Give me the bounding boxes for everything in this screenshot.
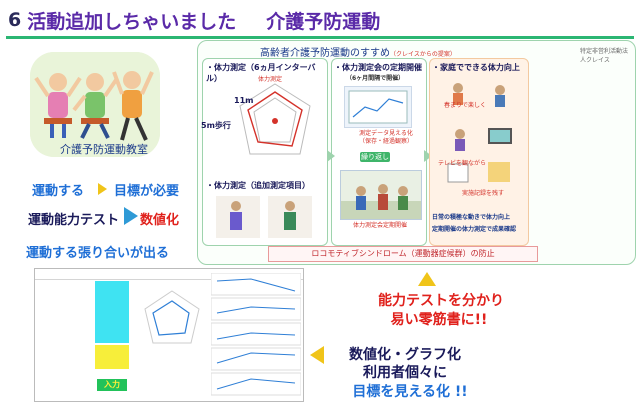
arrow-right-icon — [98, 183, 107, 195]
home-training-box — [429, 58, 529, 246]
home-footer-1: 日常の積極な動きで体力向上 — [432, 214, 511, 221]
clipart-caption: 介護予防運動教室 — [60, 143, 148, 156]
callout-1-line2: 易い零筋書に!! — [390, 312, 488, 328]
radar-center-label: 体力測定 — [258, 76, 283, 83]
home-training-illustrations — [438, 76, 522, 186]
flow-ability-test: 運動能力テスト — [28, 213, 120, 228]
event-label: 体力測定会定期開催 — [352, 222, 407, 229]
panel-org: 特定非営利活動法人クレイス — [580, 48, 629, 64]
flow-quantify: 数値化 — [140, 213, 180, 228]
section-number: 6 — [8, 9, 22, 31]
exercising-seniors-illustration — [30, 52, 160, 157]
arrow-right-icon — [327, 150, 335, 162]
input-column — [95, 271, 129, 343]
event-photo — [340, 170, 422, 220]
extra-measure-heading: ・体力測定（追加測定項目） — [206, 181, 310, 190]
home-footer-2: 定期開催の体力測定で成果確認 — [432, 226, 517, 233]
home-tip-1: 春まりで楽しく — [444, 102, 487, 109]
radar-chart — [141, 287, 203, 349]
panel-title: 高齢者介護予防運動のすすめ（クレイスからの提案） — [260, 48, 456, 59]
line-charts — [210, 272, 302, 399]
home-tip-2: テレビを観ながら — [438, 160, 487, 167]
input-button[interactable]: 入力 — [97, 379, 127, 391]
measurement-heading: ・体力測定（6ヵ月インターバル） — [206, 63, 316, 83]
locomotive-syndrome-banner: ロコモティブシンドローム（運動器症候群）の防止 — [268, 246, 538, 262]
arrow-right-icon — [424, 150, 432, 162]
spreadsheet-screenshot: 入力 — [34, 268, 304, 402]
distance-11m: 11m — [234, 96, 254, 105]
flow-exercise: 運動する — [32, 184, 85, 199]
flow-motivation: 運動する張り合いが出る — [26, 246, 170, 261]
callout-2-line1: 数値化・グラフ化 — [349, 347, 461, 363]
arrow-up-icon — [418, 272, 436, 286]
walk-5m: 5m歩行 — [201, 121, 231, 130]
regular-event-heading: ・体力測定会の定期開催 — [334, 63, 422, 72]
page-subtitle: 介護予防運動 — [266, 10, 381, 33]
notice-cell — [95, 345, 129, 369]
page-title-row: 6 活動追加しちゃいました 介護予防運動 — [8, 4, 448, 36]
arrow-right-icon — [124, 207, 138, 225]
event-photo-icon — [341, 184, 421, 219]
callout-2-line2: 利用者個々に — [363, 365, 447, 381]
data-sheet-thumbnail — [344, 86, 412, 128]
home-tip-3: 実施記録を残す — [462, 190, 505, 197]
callout-2-line3: 目標を見える化 !! — [352, 384, 468, 400]
spreadsheet-icon — [348, 90, 408, 124]
arrow-left-icon — [310, 346, 324, 364]
measurement-photos — [214, 194, 314, 240]
data-visualize-label: 測定データ見える化 — [359, 130, 413, 137]
regular-event-interval: （6ヶ月間隔で開催） — [346, 75, 405, 82]
line-chart-icon — [210, 272, 302, 396]
title-divider — [6, 36, 634, 39]
data-visualize-sub: （保存・経過観察） — [358, 138, 413, 145]
repeat-label: 繰り返し — [360, 152, 390, 162]
radar-figure — [230, 76, 320, 166]
seniors-icon — [30, 52, 160, 157]
measurement-photo-icon — [216, 196, 312, 238]
radar-chart-icon — [239, 83, 311, 155]
home-training-heading: ・家庭でできる体力向上 — [432, 63, 520, 72]
home-exercise-icon — [447, 83, 512, 183]
callout-1-line1: 能力テストを分かり — [378, 293, 504, 309]
flow-goal: 目標が必要 — [114, 184, 180, 199]
page-title: 活動追加しちゃいました — [27, 10, 237, 33]
radar-chart-icon — [144, 290, 200, 344]
